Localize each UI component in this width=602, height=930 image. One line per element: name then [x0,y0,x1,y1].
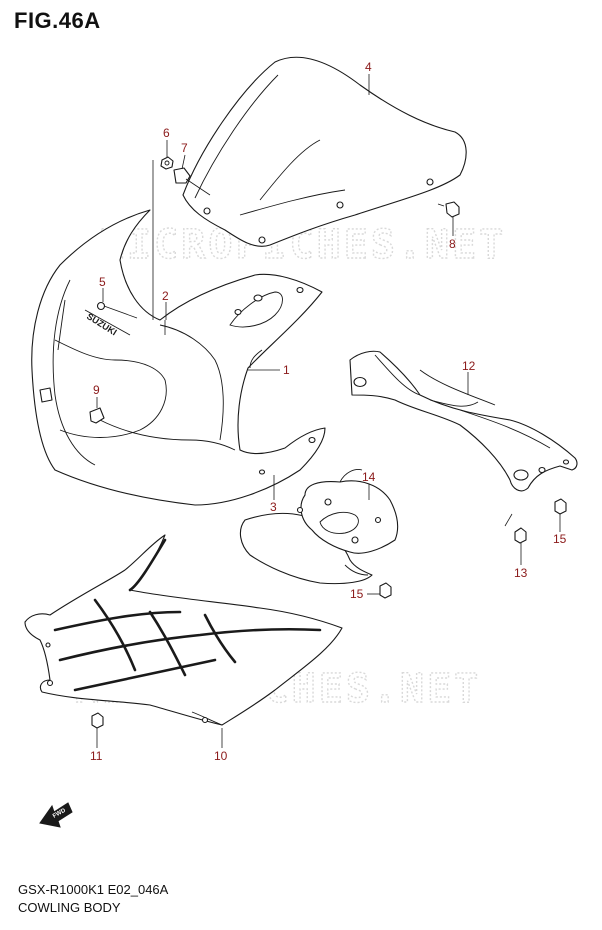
callout-10: 10 [214,749,228,763]
model-code: GSX-R1000K1 E02_046A [18,882,169,897]
callout-14: 14 [362,470,376,484]
callout-3: 3 [270,500,277,514]
figure-title: FIG.46A [14,8,101,33]
callout-9: 9 [93,383,100,397]
under-cowling-10 [24,534,343,726]
forward-arrow-icon: FWD [39,802,73,828]
callout-12: 12 [462,359,476,373]
callout-15-right: 15 [553,532,567,546]
callout-2: 2 [162,289,169,303]
callout-13: 13 [514,566,528,580]
rubber-9 [89,407,105,424]
bolt-15-right [554,498,567,515]
inner-panel-12 [349,350,578,492]
bolt-13 [504,513,527,544]
callout-6: 6 [163,126,170,140]
bolt-15-middle [379,582,392,599]
nut-6 [160,156,174,170]
figure-name: COWLING BODY [18,900,121,915]
callout-7: 7 [181,141,188,155]
bolt-11 [91,712,104,729]
callout-11: 11 [90,749,103,763]
callout-4: 4 [365,60,372,74]
callout-8: 8 [449,237,456,251]
callout-15-middle: 15 [350,587,364,601]
callout-1: 1 [283,363,290,377]
windscreen [182,56,467,247]
screw-5 [96,301,138,319]
bolt-8 [437,201,460,218]
upper-cowling: SUZUKI [31,209,326,506]
callout-5: 5 [99,275,106,289]
duct-14 [296,469,399,554]
